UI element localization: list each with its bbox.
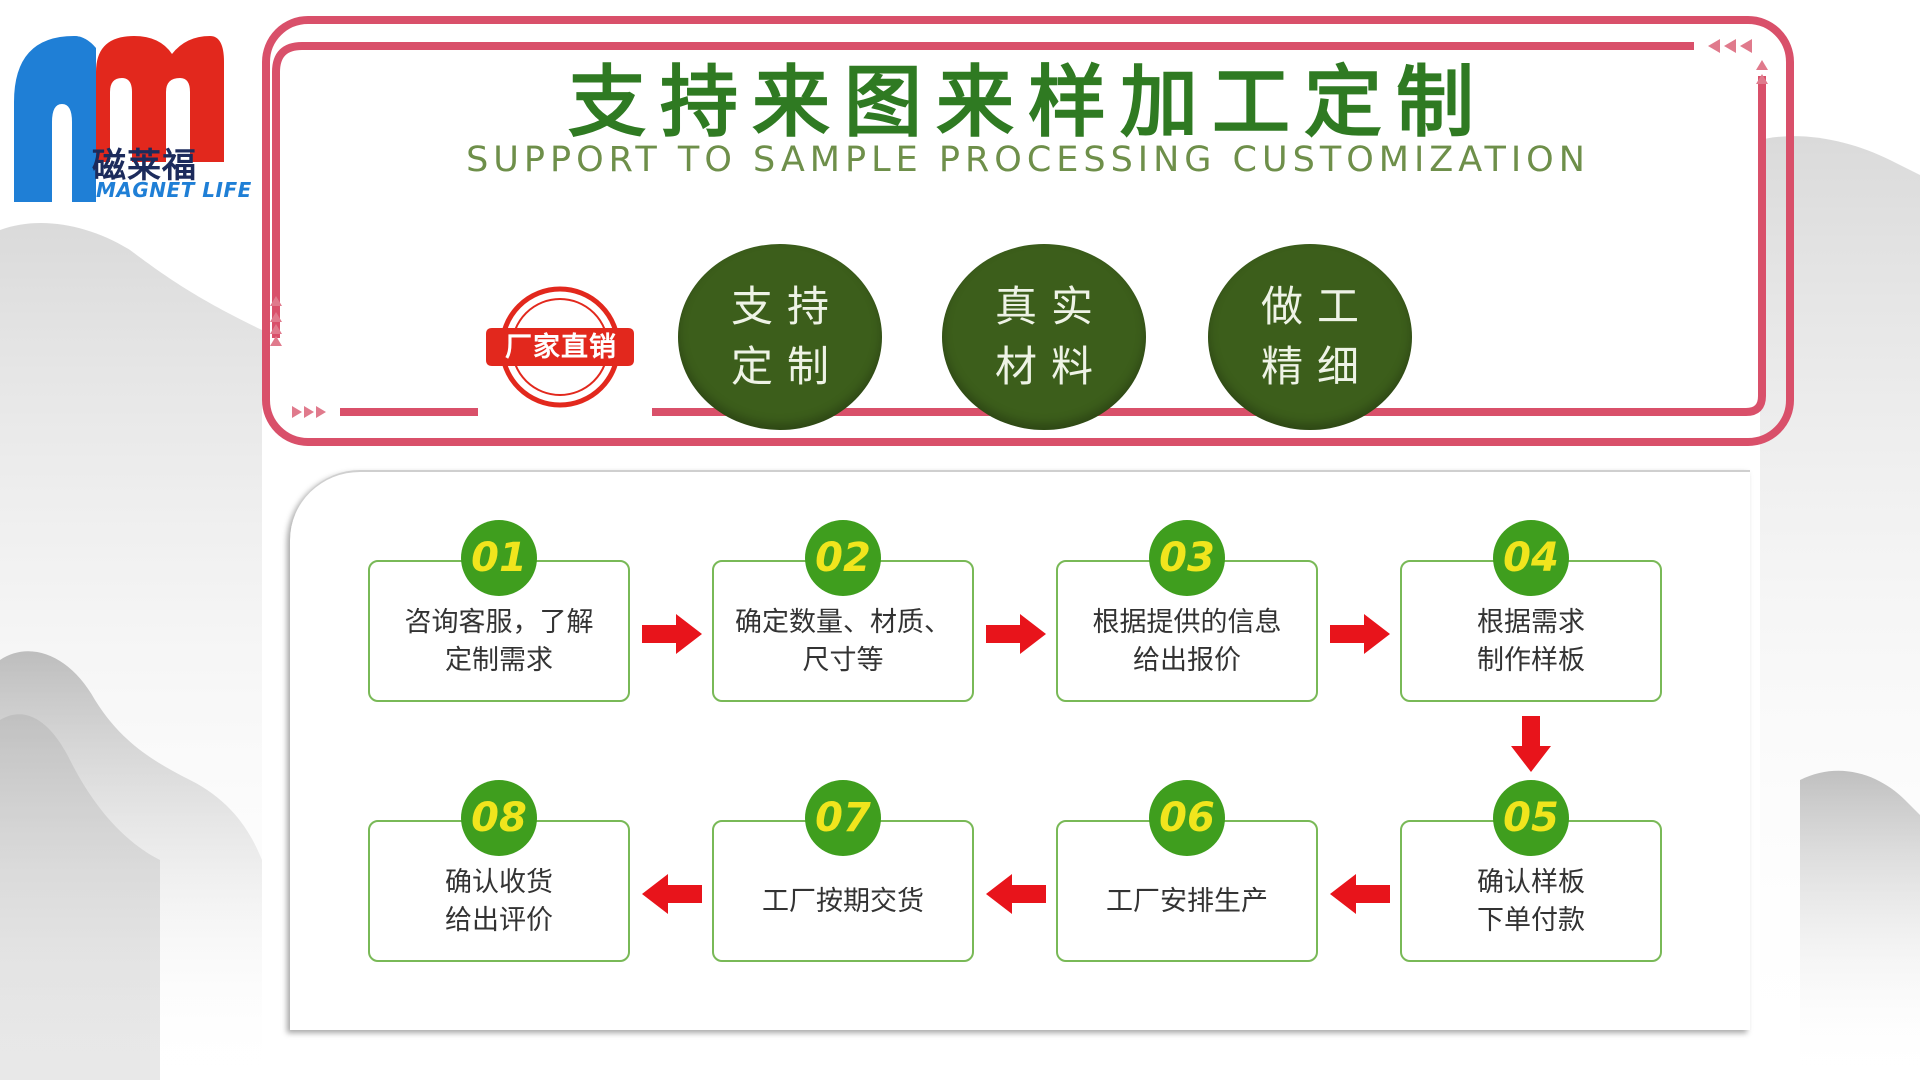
step-line2: 定制需求 bbox=[445, 645, 553, 676]
arrow-down-icon bbox=[1511, 716, 1551, 772]
step-text: 工厂安排生产 bbox=[1068, 856, 1306, 948]
factory-direct-stamp-icon bbox=[486, 286, 634, 408]
step-number: 01 bbox=[461, 520, 537, 596]
step-number: 08 bbox=[461, 780, 537, 856]
banner-frame bbox=[262, 16, 1794, 446]
arrow-right-icon bbox=[1330, 614, 1390, 654]
process-step-02: 02 确定数量、材质、 尺寸等 bbox=[712, 520, 974, 702]
arrow-left-icon bbox=[642, 874, 702, 914]
step-number: 04 bbox=[1493, 520, 1569, 596]
step-line2: 给出报价 bbox=[1133, 645, 1241, 676]
process-step-01: 01 咨询客服，了解 定制需求 bbox=[368, 520, 630, 702]
feature-circle-material: 真实 材料 bbox=[942, 244, 1146, 430]
feature-line1: 做工 bbox=[1260, 282, 1373, 331]
step-line1: 咨询客服，了解 bbox=[404, 607, 594, 638]
brand-name-en: MAGNET LIFE bbox=[96, 178, 252, 202]
feature-line1: 支持 bbox=[730, 282, 843, 331]
brand-logo-icon bbox=[14, 36, 224, 202]
step-line1: 工厂按期交货 bbox=[762, 886, 924, 917]
process-step-07: 07 工厂按期交货 bbox=[712, 780, 974, 962]
step-line2: 给出评价 bbox=[445, 905, 553, 936]
step-text: 确定数量、材质、 尺寸等 bbox=[724, 596, 962, 688]
step-line2: 下单付款 bbox=[1477, 905, 1585, 936]
step-text: 根据提供的信息 给出报价 bbox=[1068, 596, 1306, 688]
brand-name-cn: 磁莱福 bbox=[92, 146, 197, 186]
stamp-label: 厂家直销 bbox=[505, 332, 617, 363]
step-number: 07 bbox=[805, 780, 881, 856]
step-number: 06 bbox=[1149, 780, 1225, 856]
step-line2: 尺寸等 bbox=[802, 645, 884, 676]
step-number: 03 bbox=[1149, 520, 1225, 596]
step-line1: 确定数量、材质、 bbox=[735, 607, 951, 638]
step-line2: 制作样板 bbox=[1477, 645, 1585, 676]
feature-line2: 定制 bbox=[730, 342, 843, 391]
step-number: 02 bbox=[805, 520, 881, 596]
step-line1: 根据提供的信息 bbox=[1092, 607, 1282, 638]
step-line1: 确认样板 bbox=[1477, 867, 1585, 898]
banner-subtitle: SUPPORT TO SAMPLE PROCESSING CUSTOMIZATI… bbox=[466, 140, 1590, 180]
step-line1: 工厂安排生产 bbox=[1106, 886, 1268, 917]
step-line1: 根据需求 bbox=[1477, 607, 1585, 638]
feature-line2: 精细 bbox=[1260, 342, 1373, 391]
step-text: 工厂按期交货 bbox=[724, 856, 962, 948]
step-text: 咨询客服，了解 定制需求 bbox=[380, 596, 618, 688]
feature-circle-customization: 支持 定制 bbox=[678, 244, 882, 430]
arrow-right-icon bbox=[642, 614, 702, 654]
process-step-05: 05 确认样板 下单付款 bbox=[1400, 780, 1662, 962]
process-step-03: 03 根据提供的信息 给出报价 bbox=[1056, 520, 1318, 702]
step-text: 确认收货 给出评价 bbox=[380, 856, 618, 948]
process-step-06: 06 工厂安排生产 bbox=[1056, 780, 1318, 962]
arrow-right-icon bbox=[986, 614, 1046, 654]
feature-line2: 材料 bbox=[994, 342, 1107, 391]
step-line1: 确认收货 bbox=[445, 867, 553, 898]
banner-title: 支持来图来样加工定制 bbox=[567, 58, 1488, 148]
process-step-04: 04 根据需求 制作样板 bbox=[1400, 520, 1662, 702]
arrow-left-icon bbox=[1330, 874, 1390, 914]
arrow-left-icon bbox=[986, 874, 1046, 914]
step-text: 根据需求 制作样板 bbox=[1412, 596, 1650, 688]
step-number: 05 bbox=[1493, 780, 1569, 856]
process-step-08: 08 确认收货 给出评价 bbox=[368, 780, 630, 962]
feature-line1: 真实 bbox=[994, 282, 1107, 331]
feature-circle-workmanship: 做工 精细 bbox=[1208, 244, 1412, 430]
step-text: 确认样板 下单付款 bbox=[1412, 856, 1650, 948]
